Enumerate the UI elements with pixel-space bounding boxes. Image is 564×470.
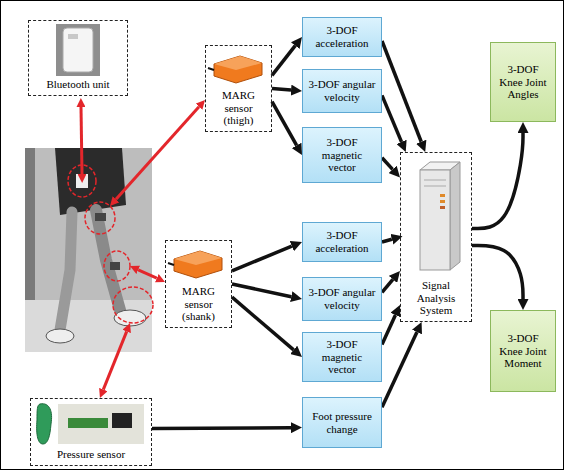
callout-arrows <box>81 107 199 390</box>
battery <box>112 413 132 428</box>
box-label: 3-DOF Knee Joint Angles <box>495 63 551 101</box>
server-side <box>450 162 460 270</box>
circuit-board <box>68 418 108 428</box>
photo-leg <box>60 212 72 330</box>
photo-leg <box>96 210 120 310</box>
analysis-box: Signal Analysis System <box>400 152 472 322</box>
signal-box: 3-DOF angular velocity <box>302 277 382 321</box>
box-label: 3-DOF magnetic vector <box>308 338 376 376</box>
flow-arrow <box>382 239 392 242</box>
flow-arrow <box>382 158 393 170</box>
flow-arrow <box>382 315 395 344</box>
box-label: 3-DOF angular velocity <box>308 286 376 311</box>
photo-post <box>25 148 35 300</box>
sensor-cable <box>168 263 174 265</box>
callout-arrow <box>103 331 126 389</box>
sensor-top <box>174 251 222 265</box>
signal-box: 3-DOF magnetic vector <box>302 332 382 382</box>
signal-box: Foot pressure change <box>302 397 382 448</box>
flow-arrow <box>152 426 291 430</box>
server-light <box>440 206 445 209</box>
server-front <box>420 170 450 270</box>
device-box: Bluetooth unit <box>28 20 128 96</box>
box-label: 3-DOF magnetic vector <box>308 136 376 174</box>
server-icon <box>420 162 460 270</box>
signal-box: 3-DOF angular velocity <box>302 69 382 113</box>
photo-device <box>76 174 88 188</box>
picture-ground <box>56 24 100 76</box>
pressure-sensor-picture <box>37 404 144 444</box>
photo-shoe <box>46 329 74 343</box>
photo-sensor <box>110 262 120 270</box>
flow-arrow <box>272 89 291 91</box>
bluetooth-device <box>63 28 93 72</box>
photo-floor <box>25 300 152 352</box>
box-label: MARG sensor (thigh) <box>209 89 268 127</box>
server-light <box>440 200 445 203</box>
flow-arrow <box>272 102 297 146</box>
box-label: 3-DOF Knee Joint Moment <box>495 332 551 370</box>
device-detail <box>68 34 78 39</box>
flow-arrow <box>232 297 294 350</box>
insole-sensor <box>37 404 52 444</box>
callout-arrow <box>138 270 157 278</box>
callout-circle <box>113 287 153 323</box>
signal-box: 3-DOF acceleration <box>302 222 382 262</box>
box-label: Pressure sensor <box>57 448 125 461</box>
signal-box: 3-DOF magnetic vector <box>302 127 382 183</box>
marg-sensor-icon <box>208 56 262 83</box>
callout-circle <box>104 251 130 281</box>
callout-arrow <box>116 107 199 200</box>
flow-arrow <box>382 279 393 292</box>
flow-arrow <box>232 246 292 271</box>
flow-arrow <box>472 133 523 229</box>
marg-sensor-icon <box>168 251 222 278</box>
callout-circle <box>85 202 115 234</box>
box-label: 3-DOF angular velocity <box>308 78 376 103</box>
sensor-body <box>214 56 262 83</box>
output-box: 3-DOF Knee Joint Moment <box>490 310 556 392</box>
flow-arrow <box>382 95 402 141</box>
signal-box: 3-DOF acceleration <box>302 17 382 57</box>
server-slot <box>424 180 446 181</box>
box-label: MARG sensor (shank) <box>169 285 228 323</box>
box-label: 3-DOF acceleration <box>308 24 376 49</box>
callout-circles <box>68 165 153 323</box>
flow-arrow <box>232 284 291 297</box>
flow-arrow <box>382 41 421 142</box>
sensor-body <box>174 251 222 278</box>
flow-arrow <box>382 332 417 407</box>
device-photo <box>58 404 144 444</box>
sensor-top <box>214 56 262 70</box>
sensor-box: Pressure sensor <box>30 398 152 466</box>
sensor-cable <box>208 68 214 70</box>
box-label: Bluetooth unit <box>46 78 109 91</box>
bluetooth-picture <box>56 24 100 76</box>
server-light <box>440 194 445 197</box>
photo-sensor <box>95 213 106 221</box>
flow-arrow <box>472 246 523 300</box>
server-slot <box>424 186 446 187</box>
sensor-box: MARG sensor (shank) <box>165 240 232 328</box>
box-label: Signal Analysis System <box>404 279 468 317</box>
box-label: 3-DOF acceleration <box>308 229 376 254</box>
output-box: 3-DOF Knee Joint Angles <box>490 42 556 122</box>
box-label: Foot pressure change <box>308 410 376 435</box>
callout-arrow <box>81 107 82 174</box>
flow-arrow <box>272 46 295 76</box>
sensor-box: MARG sensor (thigh) <box>205 45 272 132</box>
